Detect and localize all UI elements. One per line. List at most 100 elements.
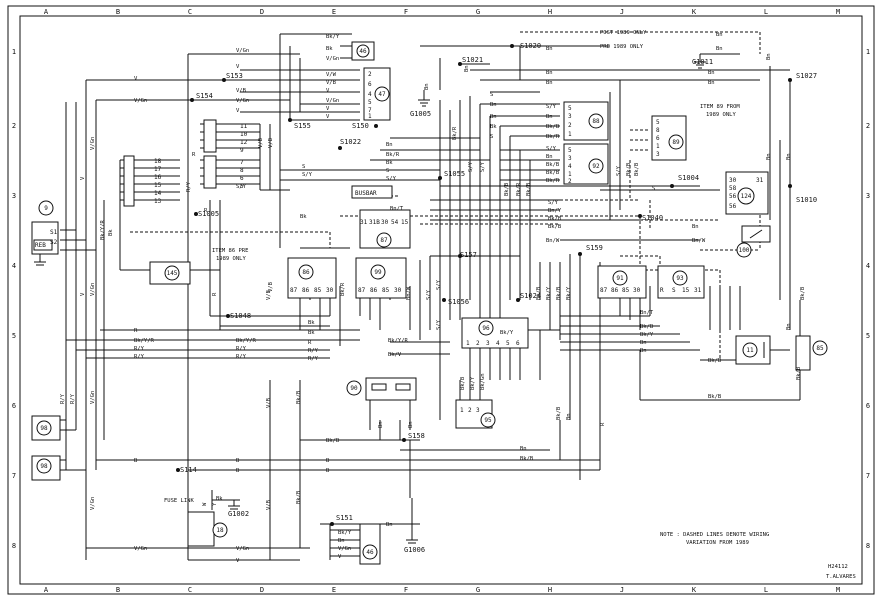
svg-text:90: 90 — [350, 385, 358, 392]
wire-label: V/B — [258, 137, 264, 148]
wire-label: R/Y — [186, 181, 192, 192]
wire-label: R — [134, 328, 138, 334]
wire-label: Bn/T — [640, 310, 654, 316]
wire-label: S/Y — [468, 161, 474, 172]
wire-label: S — [386, 168, 389, 174]
wire-label: R/Y — [308, 356, 319, 362]
ground-g1002-icon: G1002 — [228, 500, 249, 518]
wire-label: Bn — [546, 154, 553, 160]
row-label-left: 6 — [12, 402, 16, 410]
splice-label: S157 — [460, 251, 477, 259]
wire-label: V/B — [326, 80, 337, 86]
note-dashed-line2: VARIATION FROM 1989 — [686, 540, 749, 546]
note-item-86-line2: 1989 ONLY — [216, 256, 246, 262]
svg-text:87: 87 — [358, 287, 366, 294]
col-label-bottom: G — [476, 586, 480, 594]
component-93: 93 R S 15 31 — [657, 265, 705, 299]
svg-text:6: 6 — [240, 175, 244, 182]
wire-label: V — [236, 64, 240, 70]
svg-text:15: 15 — [682, 287, 690, 294]
wire-label: Bn — [640, 348, 647, 354]
row-label-left: 1 — [12, 48, 16, 56]
svg-text:6: 6 — [368, 81, 372, 88]
wire-label: S — [490, 134, 493, 140]
svg-text:12: 12 — [240, 139, 248, 146]
wire-label: V/Gn — [134, 98, 147, 104]
col-label-bottom: H — [548, 586, 552, 594]
wire-label: Bk/Gn — [480, 373, 486, 390]
svg-text:8: 8 — [656, 127, 660, 134]
wire-label: Bn — [338, 538, 345, 544]
wire-label: Bk/B — [546, 162, 560, 168]
wire-label: Bk/R — [516, 182, 522, 196]
splice-label: S154 — [196, 92, 213, 100]
component-88: 88 5 3 2 1 — [563, 101, 609, 141]
row-label-left: 4 — [12, 262, 16, 270]
ground-g1005-icon: G1005 — [410, 90, 431, 118]
wire-label: Bk/Y/R — [134, 338, 155, 344]
component-91-relay: 91 87 86 85 30 — [597, 265, 647, 299]
wire-label: B — [326, 458, 330, 464]
wire-label: S/Y — [236, 184, 247, 190]
component-92: 92 5 3 4 1 2 — [563, 143, 609, 185]
svg-text:56: 56 — [729, 193, 737, 200]
svg-text:S2: S2 — [50, 239, 58, 246]
svg-text:87: 87 — [600, 287, 608, 294]
wire-label: Bk/B — [326, 438, 340, 444]
svg-text:85: 85 — [314, 287, 322, 294]
wire-label: Bn — [786, 153, 792, 160]
component-46-top: 46 — [340, 33, 375, 61]
svg-text:9: 9 — [240, 147, 244, 154]
svg-text:G1006: G1006 — [404, 546, 425, 554]
wire-label: V/Gn — [134, 546, 147, 552]
wire-label: Bn/W — [546, 238, 560, 244]
splice-label: S1024 — [520, 292, 541, 300]
wire-label: R/Y — [236, 346, 247, 352]
wire-label: Bn — [546, 46, 553, 52]
svg-text:85: 85 — [816, 345, 824, 352]
diagram-notes: POST 1989 ONLY PRE 1989 ONLY ITEM 89 FRO… — [164, 30, 856, 580]
wire-label: Bk/B — [536, 286, 542, 300]
wire-label: Bn — [520, 446, 527, 452]
splice-label: S1056 — [448, 298, 469, 306]
svg-text:REB: REB — [35, 242, 46, 249]
grid-labels: A B C D E F G H J K L M A B C D E F G H … — [12, 8, 870, 594]
svg-text:9: 9 — [44, 205, 48, 212]
svg-text:46: 46 — [359, 48, 367, 55]
col-label-top: M — [836, 8, 840, 16]
wire-label: S/Y — [616, 165, 622, 176]
splice-label: S153 — [226, 72, 243, 80]
ignition-switch-connectors: 11 10 12 9 7 8 6 5 — [203, 119, 248, 190]
wire-label: Bk/B — [548, 216, 562, 222]
svg-text:87: 87 — [290, 287, 298, 294]
svg-text:3: 3 — [568, 155, 572, 162]
wire-label: B — [236, 468, 240, 474]
col-label-top: J — [620, 8, 624, 16]
component-87-busbar: BUSBAR 87 31 31B 30 54 15 — [351, 185, 411, 249]
wire-label: Bn/Y — [548, 208, 562, 214]
wire-label: V/B — [266, 397, 272, 408]
col-label-top: F — [404, 8, 408, 16]
wire-label: Bk/B — [556, 286, 562, 300]
splice-label: S1021 — [462, 56, 483, 64]
component-18: 18 — [187, 511, 228, 547]
svg-text:G1002: G1002 — [228, 510, 249, 518]
wire-label: Bn — [692, 224, 699, 230]
wire-label: Bn — [424, 83, 430, 90]
svg-text:2: 2 — [476, 340, 480, 347]
splice-labels: S1020 S1021 S1027 S153 S154 S155 S150 S1… — [180, 42, 817, 522]
svg-text:3: 3 — [476, 407, 480, 414]
wire-label: Bn — [378, 421, 384, 428]
diagram-code: H24112 — [828, 564, 848, 570]
wire-label: V/B — [266, 289, 272, 300]
svg-text:31: 31 — [694, 287, 702, 294]
wire-label: V/Gn — [90, 137, 96, 150]
col-label-bottom: K — [692, 586, 697, 594]
svg-text:47: 47 — [378, 91, 386, 98]
svg-text:2: 2 — [568, 122, 572, 129]
svg-text:4: 4 — [368, 91, 372, 98]
component-95: 95 1 2 3 — [455, 399, 496, 429]
svg-text:13: 13 — [154, 198, 162, 205]
wire-label: Bn — [566, 413, 572, 420]
